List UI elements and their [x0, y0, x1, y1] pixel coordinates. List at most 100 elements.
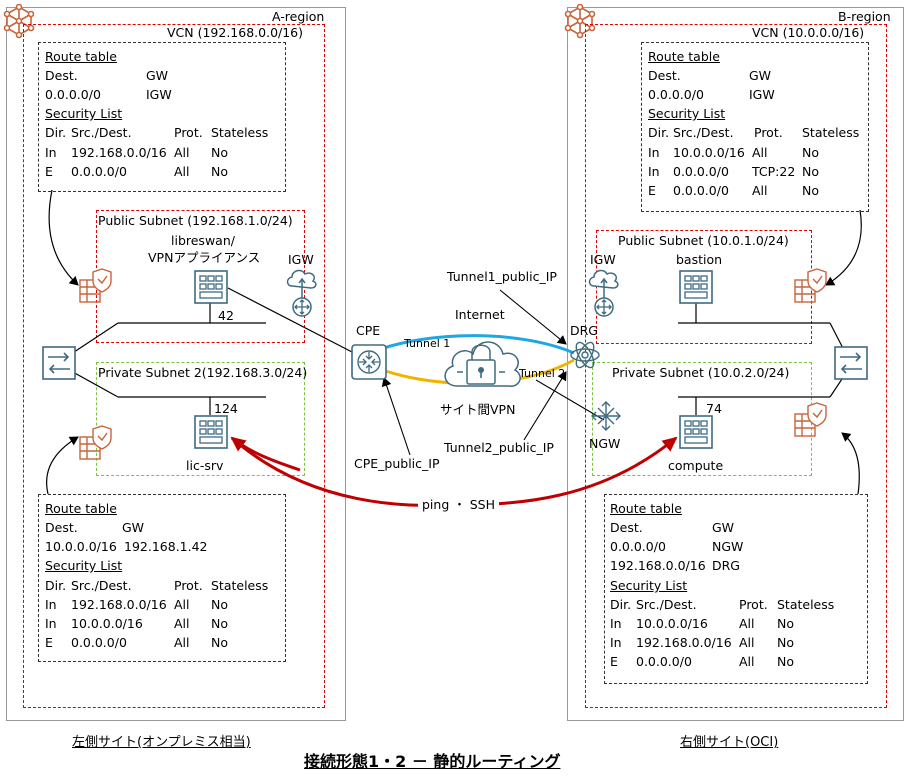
sec-rule-stateless: No — [802, 183, 819, 198]
sec-rule-src: 0.0.0.0/0 — [71, 164, 127, 179]
sec-rule-src: 192.168.0.0/16 — [71, 597, 167, 612]
sec-rule-prot: All — [174, 145, 190, 160]
sec-rule-dir: In — [648, 164, 660, 179]
drg-label: DRG — [570, 323, 598, 338]
sec-rule-prot: All — [752, 183, 768, 198]
sec-rule-dir: In — [610, 616, 622, 631]
route-header-gw: GW — [749, 68, 772, 83]
sec-rule-src: 0.0.0.0/0 — [673, 164, 729, 179]
route-header-dest: Dest. — [45, 68, 78, 83]
sec-header-stateless: Stateless — [211, 578, 269, 593]
sec-rule-stateless: No — [211, 597, 228, 612]
region-icon — [3, 4, 35, 39]
left-region-box — [6, 7, 346, 721]
route-dest: 192.168.0.0/16 — [610, 558, 706, 573]
left-public-subnet-label: Public Subnet (192.168.1.0/24) — [98, 213, 293, 228]
sec-header-dir: Dir. — [648, 125, 670, 140]
left-vcn-box — [23, 24, 325, 708]
sec-header-src: Src./Dest. — [636, 597, 697, 612]
sec-rule-prot: All — [174, 616, 190, 631]
sec-rule-src: 0.0.0.0/0 — [71, 635, 127, 650]
sec-rule-stateless: No — [211, 145, 228, 160]
sec-rule-dir: E — [45, 635, 53, 650]
cpe-label: CPE — [356, 323, 381, 338]
route-table-title: Route table — [45, 501, 117, 516]
sec-rule-prot: All — [739, 616, 755, 631]
route-header-dest: Dest. — [648, 68, 681, 83]
sec-rule-stateless: No — [777, 616, 794, 631]
sec-rule-src: 192.168.0.0/16 — [71, 145, 167, 160]
appliance-ip: 42 — [218, 308, 234, 323]
igw-icon — [286, 269, 317, 317]
sec-rule-stateless: No — [211, 616, 228, 631]
left-private-subnet-box — [96, 362, 305, 476]
security-list-title: Security List — [648, 106, 726, 121]
cpe-icon — [351, 344, 387, 380]
sec-header-dir: Dir. — [45, 125, 67, 140]
right-site-caption: 右側サイト(OCI) — [680, 735, 779, 750]
route-dest: 0.0.0.0/0 — [648, 87, 704, 102]
sec-header-src: Src./Dest. — [71, 578, 132, 593]
sec-rule-src: 192.168.0.0/16 — [636, 635, 732, 650]
route-dest: 0.0.0.0/0 — [610, 539, 666, 554]
sec-header-dir: Dir. — [45, 578, 67, 593]
sec-rule-prot: All — [174, 635, 190, 650]
tunnel1-public-ip-label: Tunnel1_public_IP — [447, 269, 557, 284]
appliance-label: libreswan/ — [171, 233, 235, 248]
route-dest: 10.0.0.0/16 — [45, 539, 117, 554]
sec-rule-dir: E — [610, 654, 618, 669]
right-bottom-info-box — [604, 494, 868, 684]
route-header-dest: Dest. — [610, 520, 643, 535]
sec-rule-prot: All — [174, 164, 190, 179]
route-gw: NGW — [712, 539, 744, 554]
lic-ip: 124 — [214, 401, 238, 416]
route-header-gw: GW — [712, 520, 735, 535]
route-gw: 192.168.1.42 — [124, 539, 208, 554]
security-list-title: Security List — [45, 106, 123, 121]
sec-rule-stateless: No — [802, 164, 819, 179]
sec-header-stateless: Stateless — [777, 597, 835, 612]
compute-ip: 74 — [706, 401, 722, 416]
sec-header-src: Src./Dest. — [673, 125, 734, 140]
sec-rule-dir: In — [45, 616, 57, 631]
right-region-label: B-region — [838, 9, 891, 24]
security-list-icon — [794, 268, 827, 303]
instance-icon — [679, 415, 713, 449]
sec-rule-dir: In — [648, 145, 660, 160]
route-table-title: Route table — [45, 49, 117, 64]
right-vcn-box — [585, 24, 887, 708]
route-dest: 0.0.0.0/0 — [45, 87, 101, 102]
route-table-title: Route table — [648, 49, 720, 64]
route-gw: IGW — [146, 87, 172, 102]
sec-rule-stateless: No — [211, 635, 228, 650]
route-gw: DRG — [712, 558, 740, 573]
internet-label: Internet — [455, 307, 505, 322]
sec-rule-src: 10.0.0.0/16 — [673, 145, 745, 160]
instance-icon — [194, 270, 228, 304]
right-vcn-label: VCN (10.0.0.0/16) — [752, 25, 865, 40]
security-list-icon — [79, 425, 112, 460]
security-list-title: Security List — [610, 578, 688, 593]
tunnel1-label: Tunnel 1 — [404, 337, 451, 350]
cloud-lock-icon — [444, 341, 521, 387]
tunnel2-label: Tunnel 2 — [519, 367, 566, 380]
sec-rule-dir: In — [610, 635, 622, 650]
ngw-icon — [591, 401, 621, 431]
left-top-info-box — [38, 42, 286, 192]
sec-rule-prot: TCP:22 — [752, 164, 796, 179]
router-icon — [834, 346, 868, 380]
sec-header-stateless: Stateless — [211, 125, 269, 140]
sec-rule-prot: All — [739, 654, 755, 669]
security-list-icon — [794, 402, 827, 437]
appliance-label: VPNアプライアンス — [148, 250, 261, 265]
left-region-label: A-region — [272, 9, 325, 24]
left-igw-label: IGW — [288, 252, 314, 267]
sec-rule-dir: In — [45, 597, 57, 612]
sec-rule-dir: In — [45, 145, 57, 160]
right-igw-label: IGW — [590, 252, 616, 267]
sec-rule-prot: All — [739, 635, 755, 650]
sec-rule-src: 0.0.0.0/0 — [673, 183, 729, 198]
sec-rule-prot: All — [752, 145, 768, 160]
sec-rule-src: 10.0.0.0/16 — [636, 616, 708, 631]
sec-rule-stateless: No — [802, 145, 819, 160]
